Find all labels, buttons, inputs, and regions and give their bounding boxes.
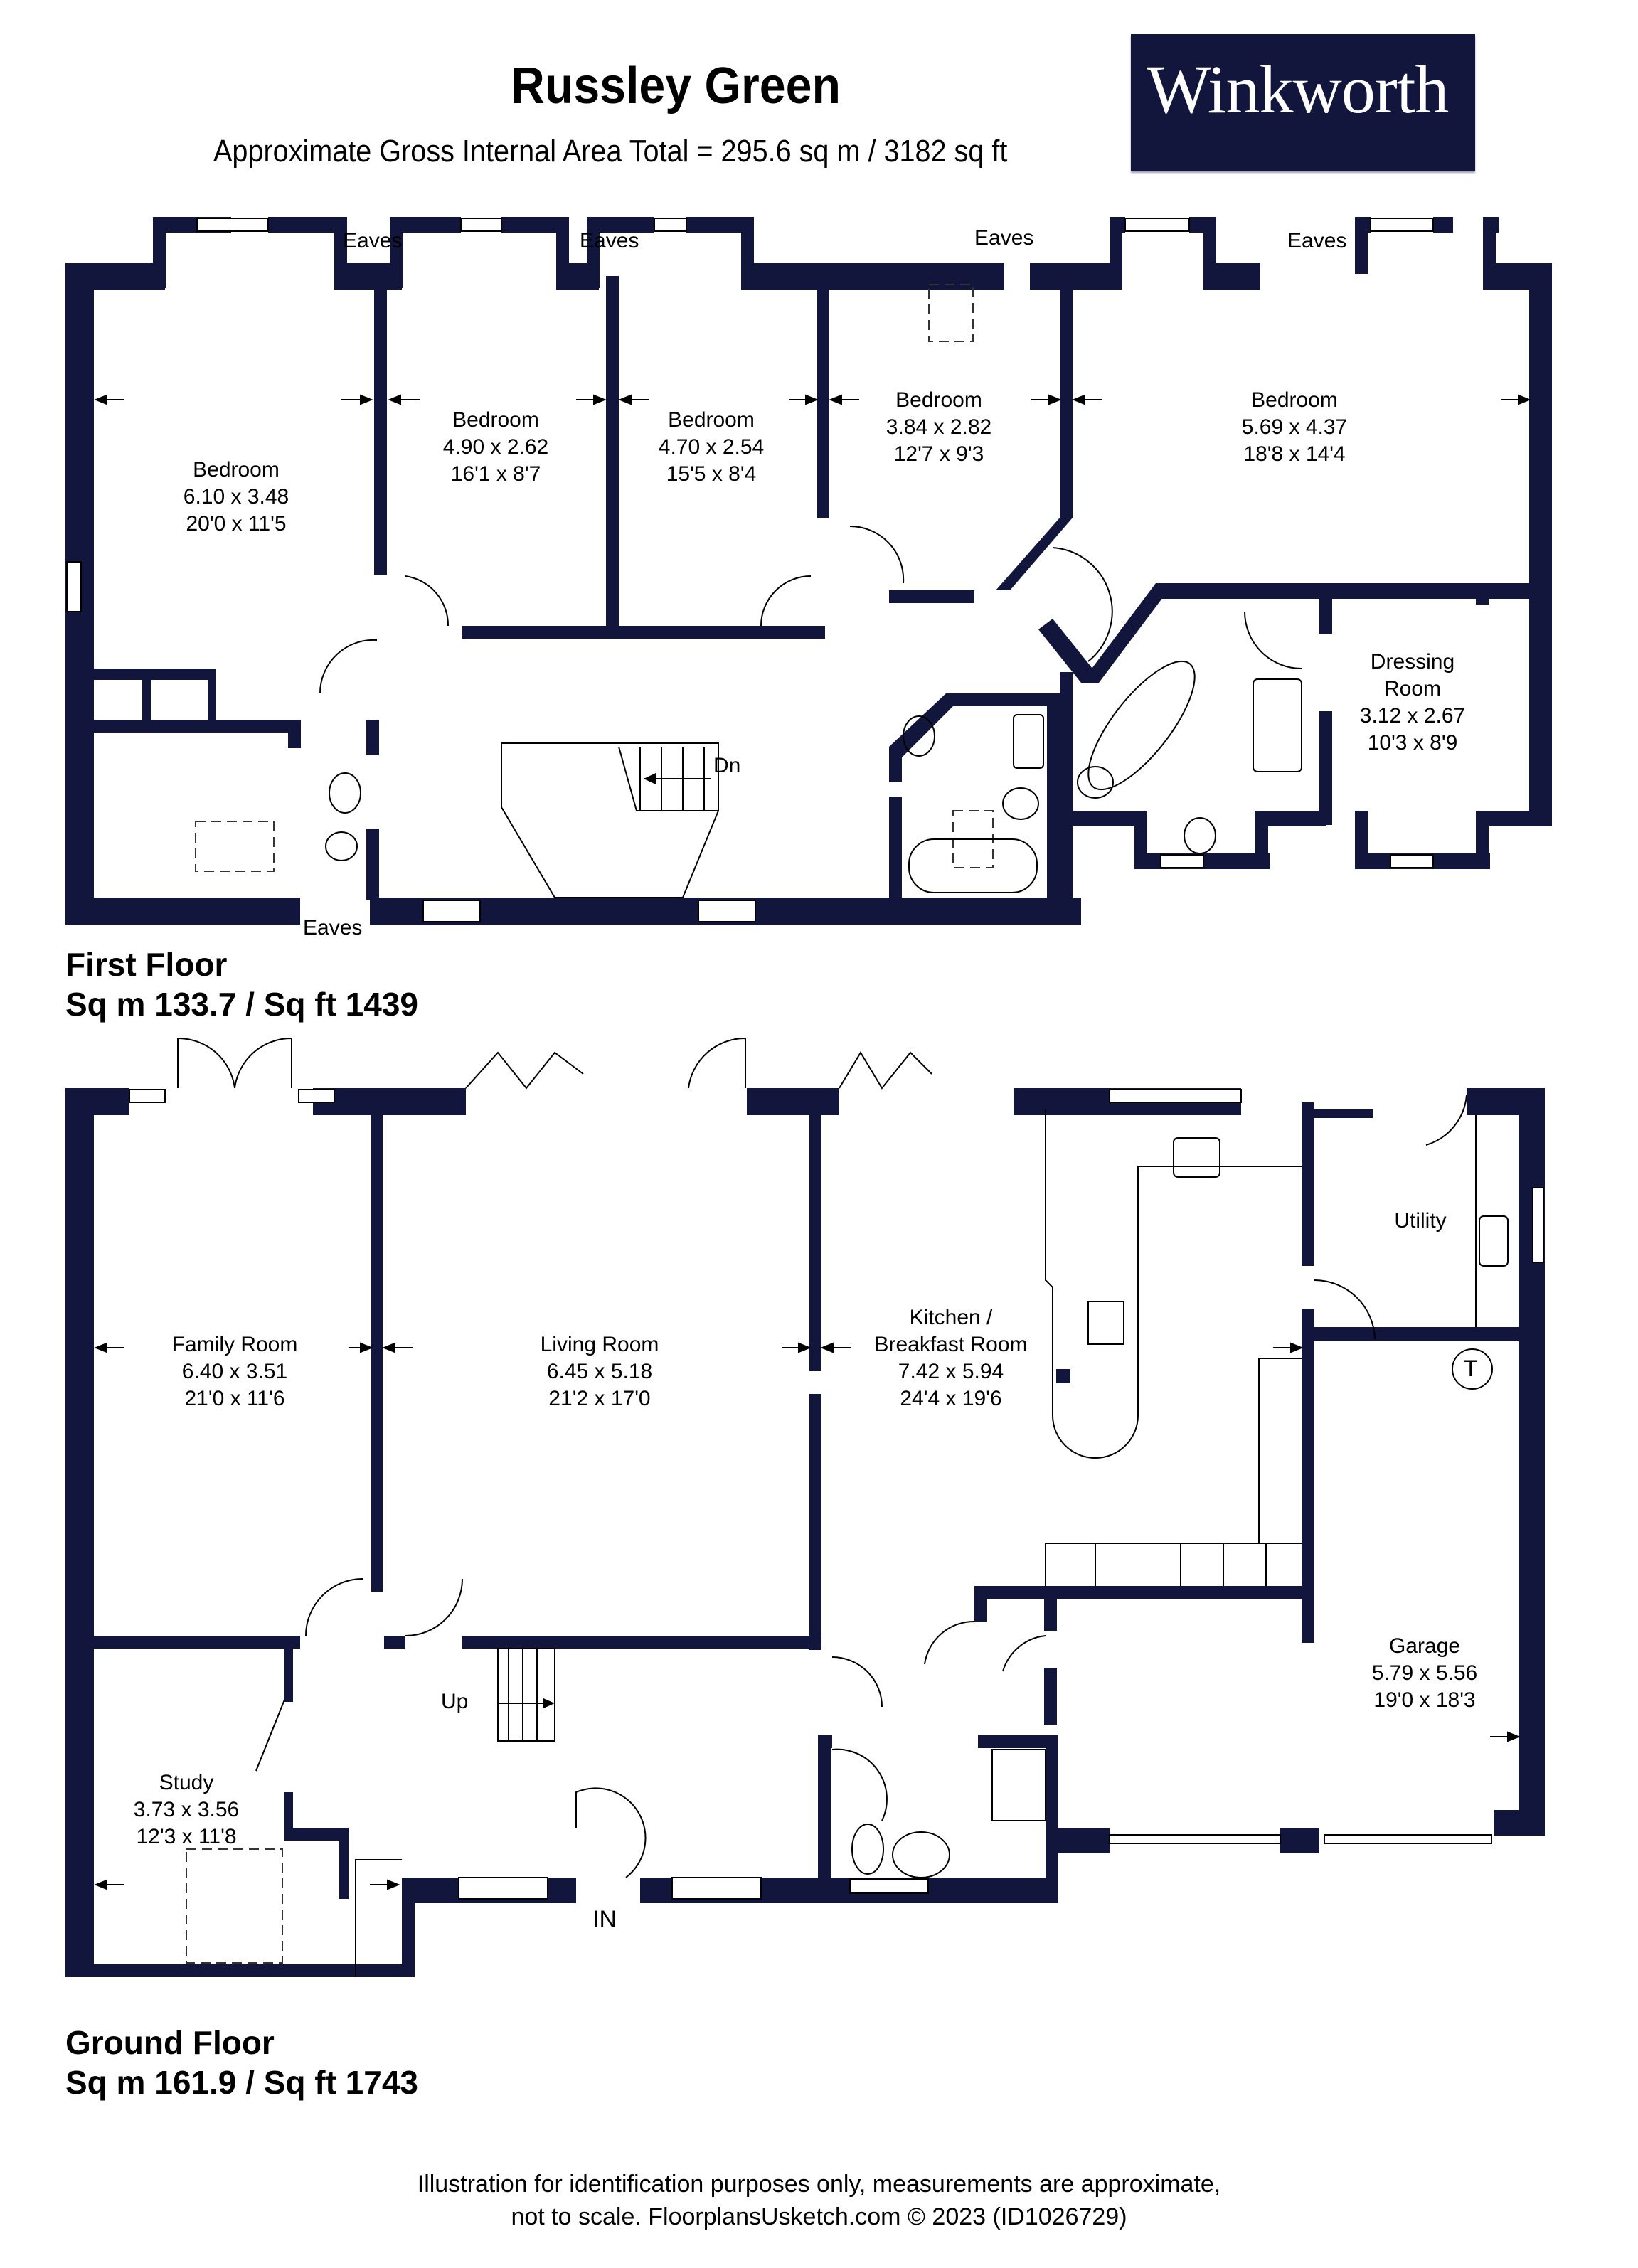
room-metric: 6.10 x 3.48	[183, 485, 289, 509]
winkworth-logo: Winkworth	[1131, 34, 1475, 171]
room-name: Study	[159, 1771, 214, 1794]
room-metric: 5.69 x 4.37	[1241, 415, 1348, 439]
room-bedroom-1: Bedroom 6.10 x 3.48 20'0 x 11'5	[184, 457, 289, 538]
room-imperial: 15'5 x 8'4	[666, 462, 757, 486]
first-floor-walls	[65, 217, 1552, 925]
room-name: Bedroom	[668, 408, 755, 432]
property-title: Russley Green	[511, 58, 841, 115]
room-metric: 6.45 x 5.18	[546, 1360, 653, 1383]
room-metric: 5.79 x 5.56	[1371, 1661, 1478, 1685]
room-name: Living Room	[540, 1333, 659, 1356]
room-metric: 3.12 x 2.67	[1359, 704, 1466, 728]
first-floor-heading: First Floor	[65, 946, 228, 983]
room-imperial: 21'2 x 17'0	[548, 1387, 651, 1410]
first-floor-area: Sq m 133.7 / Sq ft 1439	[65, 986, 419, 1023]
room-name: Bedroom	[452, 408, 539, 432]
ground-floor-area: Sq m 161.9 / Sq ft 1743	[65, 2064, 419, 2101]
room-kitchen-breakfast: Kitchen / Breakfast Room 7.42 x 5.94 24'…	[874, 1304, 1027, 1412]
room-metric: 3.84 x 2.82	[886, 415, 992, 439]
room-name: Bedroom	[1251, 388, 1338, 412]
room-name-line2: Breakfast Room	[874, 1333, 1028, 1356]
eaves-label: Eaves	[303, 916, 363, 939]
eaves-label: Eaves	[580, 229, 639, 252]
room-imperial: 20'0 x 11'5	[186, 512, 287, 536]
room-imperial: 10'3 x 8'9	[1367, 731, 1458, 755]
room-garage: Garage 5.79 x 5.56 19'0 x 18'3	[1372, 1633, 1477, 1714]
first-floor-fixtures	[195, 284, 1302, 898]
disclaimer-line-1: Illustration for identification purposes…	[417, 2171, 1221, 2198]
room-bedroom-3: Bedroom 4.70 x 2.54 15'5 x 8'4	[659, 407, 764, 488]
room-dressing-room: Dressing Room 3.12 x 2.67 10'3 x 8'9	[1360, 649, 1465, 757]
room-bedroom-2: Bedroom 4.90 x 2.62 16'1 x 8'7	[443, 407, 548, 488]
room-living-room: Living Room 6.45 x 5.18 21'2 x 17'0	[541, 1331, 659, 1412]
room-imperial: 19'0 x 18'3	[1373, 1688, 1476, 1712]
ground-floor-fixtures	[177, 1037, 1509, 1977]
boiler-symbol: T	[1464, 1356, 1478, 1381]
first-floor-windows	[66, 218, 1434, 922]
room-metric: 7.42 x 5.94	[898, 1360, 1004, 1383]
room-bedroom-4: Bedroom 3.84 x 2.82 12'7 x 9'3	[886, 387, 991, 468]
room-metric: 6.40 x 3.51	[181, 1360, 288, 1383]
entrance-label: IN	[592, 1906, 617, 1933]
stairs-up-label: Up	[441, 1690, 469, 1713]
room-metric: 4.90 x 2.62	[442, 435, 549, 459]
eaves-label: Eaves	[974, 226, 1034, 250]
stairs-down-label: Dn	[713, 754, 741, 777]
dimension-arrows	[94, 394, 1531, 1890]
room-imperial: 18'8 x 14'4	[1243, 442, 1346, 466]
room-imperial: 21'0 x 11'6	[184, 1387, 285, 1410]
room-name: Utility	[1394, 1209, 1447, 1233]
ground-floor-heading: Ground Floor	[65, 2024, 275, 2061]
room-name-line1: Kitchen /	[909, 1306, 993, 1329]
room-name: Bedroom	[193, 458, 280, 481]
total-area-subtitle: Approximate Gross Internal Area Total = …	[213, 134, 1008, 169]
room-name-line1: Dressing	[1370, 650, 1455, 674]
room-imperial: 24'4 x 19'6	[900, 1387, 1002, 1410]
room-name: Bedroom	[895, 388, 982, 412]
eaves-label: Eaves	[343, 229, 403, 252]
room-name: Family Room	[171, 1333, 298, 1356]
room-metric: 4.70 x 2.54	[658, 435, 765, 459]
ground-floor-windows	[129, 1089, 1544, 1900]
logo-text: Winkworth	[1147, 51, 1449, 127]
disclaimer-line-2: not to scale. FloorplansUsketch.com © 20…	[511, 2203, 1127, 2230]
ground-floor-walls	[65, 1088, 1545, 1977]
room-imperial: 16'1 x 8'7	[450, 462, 541, 486]
room-imperial: 12'3 x 11'8	[136, 1825, 237, 1848]
room-metric: 3.73 x 3.56	[133, 1798, 240, 1821]
room-name: Garage	[1388, 1634, 1461, 1658]
room-study: Study 3.73 x 3.56 12'3 x 11'8	[134, 1769, 239, 1851]
room-utility: Utility	[1394, 1208, 1446, 1235]
room-family-room: Family Room 6.40 x 3.51 21'0 x 11'6	[172, 1331, 298, 1412]
eaves-label: Eaves	[1287, 229, 1347, 252]
room-name-line2: Room	[1383, 677, 1442, 701]
room-imperial: 12'7 x 9'3	[893, 442, 984, 466]
room-bedroom-5: Bedroom 5.69 x 4.37 18'8 x 14'4	[1242, 387, 1347, 468]
